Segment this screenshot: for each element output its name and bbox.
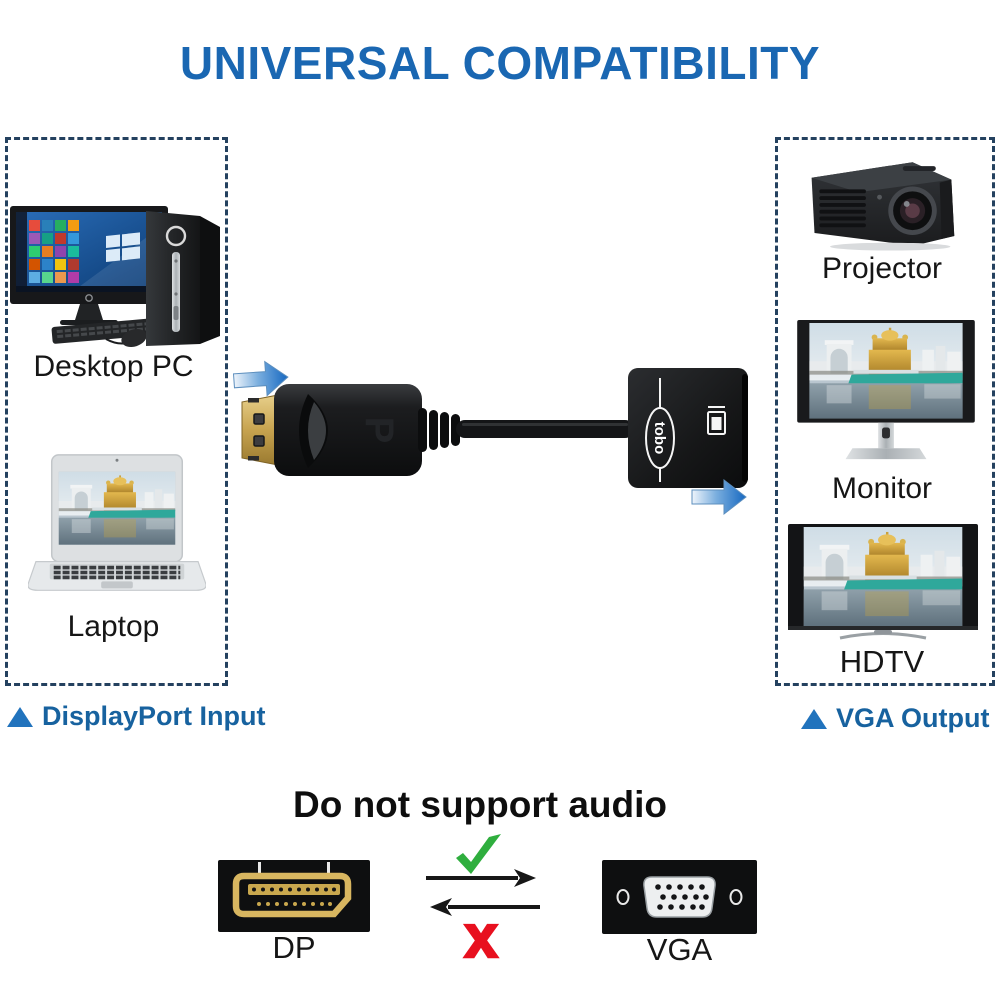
port-label-dp: DP (272, 930, 316, 965)
display-icon (707, 406, 726, 435)
projector-image (798, 148, 963, 256)
device-label-projector: Projector (821, 252, 943, 285)
right-arrow-icon (426, 868, 538, 888)
dp-port-image (218, 860, 370, 932)
vga-output-caption: VGA Output (801, 703, 989, 734)
desktop-pc-image (10, 198, 222, 348)
vga-port-image (602, 860, 757, 934)
device-label-laptop: Laptop (67, 610, 160, 643)
device-label-monitor: Monitor (831, 472, 933, 505)
cross-mark: x (463, 903, 499, 970)
dp-connector-logo: P (357, 417, 401, 444)
output-arrow-icon (691, 478, 747, 516)
caption-text: DisplayPort Input (42, 701, 266, 731)
port-label-vga: VGA (646, 932, 713, 967)
up-triangle-icon (801, 708, 827, 729)
adapter-brand: tobo (651, 422, 668, 454)
check-icon (452, 829, 506, 877)
hdtv-image (788, 524, 978, 652)
device-label-hdtv: HDTV (839, 644, 925, 679)
device-label-desktop-pc: Desktop PC (33, 350, 194, 383)
displayport-input-caption: DisplayPort Input (7, 701, 266, 732)
adapter-image: P tobo (230, 350, 760, 525)
caption-text: VGA Output (836, 703, 990, 733)
up-triangle-icon (7, 706, 33, 727)
laptop-image (28, 452, 206, 604)
input-arrow-icon (232, 360, 289, 397)
monitor-image (797, 320, 975, 468)
left-arrow-icon (428, 897, 540, 917)
audio-note-heading: Do not support audio (292, 784, 668, 825)
page-title: UNIVERSAL COMPATIBILITY (179, 37, 821, 89)
